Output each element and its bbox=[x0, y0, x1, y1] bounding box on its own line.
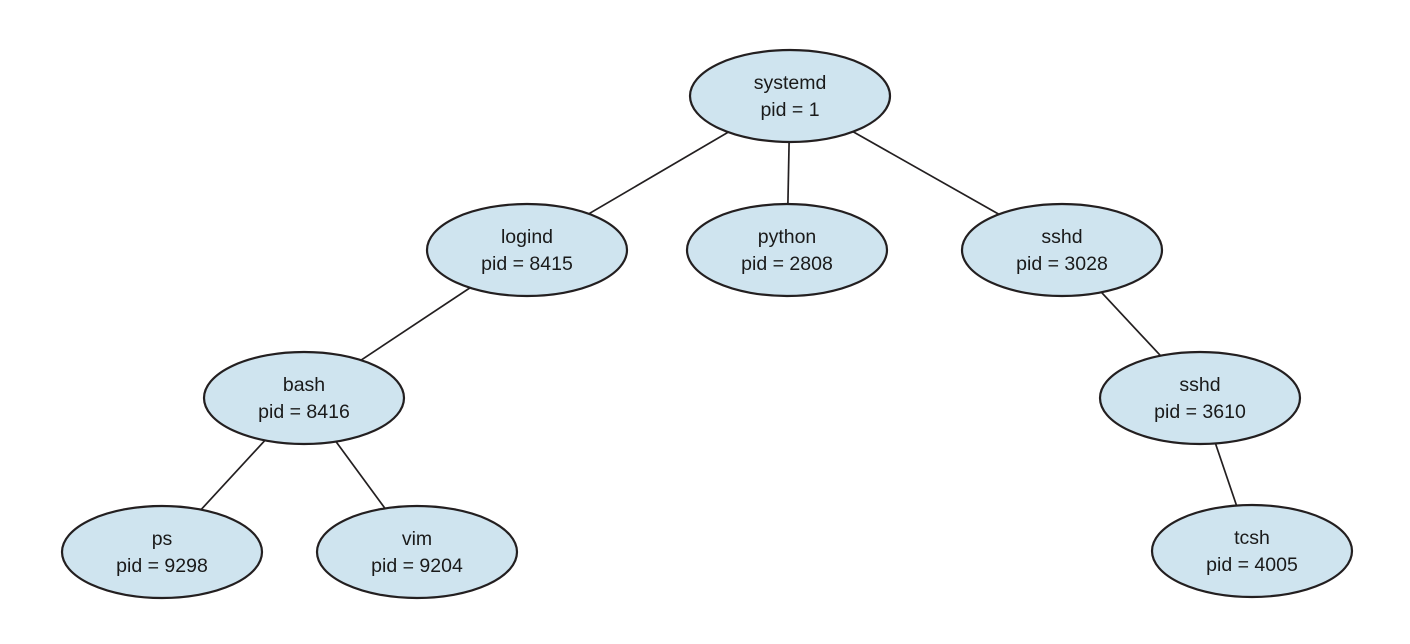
process-node-bash: bash pid = 8416 bbox=[202, 350, 406, 446]
process-node-python: python pid = 2808 bbox=[685, 202, 889, 298]
process-node-ellipse bbox=[960, 202, 1164, 298]
process-node-ellipse bbox=[1150, 503, 1354, 599]
process-node-ellipse bbox=[1098, 350, 1302, 446]
process-pid-label: pid = 4005 bbox=[1206, 554, 1298, 576]
process-pid-label: pid = 8416 bbox=[258, 401, 350, 423]
process-pid-label: pid = 9204 bbox=[371, 555, 463, 577]
process-name-label: bash bbox=[283, 374, 325, 396]
process-node-logind: logind pid = 8415 bbox=[425, 202, 629, 298]
process-node-systemd: systemd pid = 1 bbox=[688, 48, 892, 144]
process-name-label: sshd bbox=[1041, 226, 1082, 248]
process-node-ps: ps pid = 9298 bbox=[60, 504, 264, 600]
process-node-ellipse bbox=[685, 202, 889, 298]
process-node-sshd-3610: sshd pid = 3610 bbox=[1098, 350, 1302, 446]
process-node-tcsh: tcsh pid = 4005 bbox=[1150, 503, 1354, 599]
process-node-ellipse bbox=[425, 202, 629, 298]
process-pid-label: pid = 8415 bbox=[481, 253, 573, 275]
process-pid-label: pid = 9298 bbox=[116, 555, 208, 577]
process-pid-label: pid = 3610 bbox=[1154, 401, 1246, 423]
process-name-label: vim bbox=[402, 528, 432, 550]
process-node-ellipse bbox=[688, 48, 892, 144]
process-node-vim: vim pid = 9204 bbox=[315, 504, 519, 600]
process-node-ellipse bbox=[202, 350, 406, 446]
process-name-label: systemd bbox=[754, 72, 827, 94]
process-pid-label: pid = 3028 bbox=[1016, 253, 1108, 275]
process-node-ellipse bbox=[315, 504, 519, 600]
process-pid-label: pid = 1 bbox=[760, 99, 819, 121]
process-name-label: sshd bbox=[1179, 374, 1220, 396]
process-name-label: logind bbox=[501, 226, 553, 248]
process-name-label: ps bbox=[152, 528, 173, 550]
process-name-label: python bbox=[758, 226, 817, 248]
process-pid-label: pid = 2808 bbox=[741, 253, 833, 275]
process-name-label: tcsh bbox=[1234, 527, 1270, 549]
process-node-ellipse bbox=[60, 504, 264, 600]
process-node-sshd-3028: sshd pid = 3028 bbox=[960, 202, 1164, 298]
